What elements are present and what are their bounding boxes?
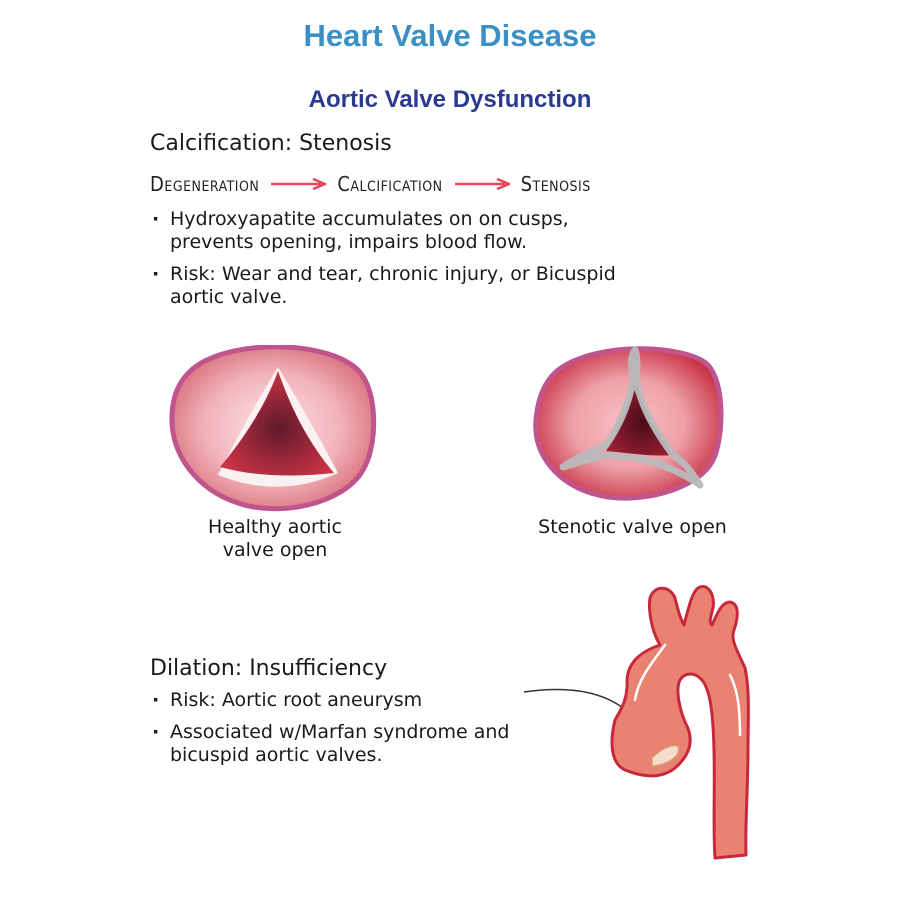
page-subtitle: Aortic Valve Dysfunction (308, 86, 592, 113)
bullet-item: Risk: Aortic root aneurysm (150, 689, 530, 712)
flow-step-stenosis: Stenosis (520, 172, 591, 196)
bullet-item: Associated w/Marfan syndrome and bicuspi… (150, 721, 530, 767)
pathology-flow: Degeneration Calcification Stenosis (150, 172, 591, 196)
caption-line: valve open (222, 539, 328, 561)
stenotic-valve-caption: Stenotic valve open (538, 516, 727, 538)
aortic-root-aneurysm-illustration (523, 585, 750, 860)
insufficiency-heading: Dilation: Insufficiency (150, 656, 388, 681)
flow-step-calcification: Calcification (337, 172, 443, 196)
stenotic-valve-illustration (533, 346, 724, 501)
arrow-right-icon (271, 177, 327, 191)
arrow-right-icon (454, 177, 510, 191)
bullet-item: Risk: Wear and tear, chronic injury, or … (150, 263, 650, 309)
page-title: Heart Valve Disease (303, 18, 597, 53)
stenosis-heading: Calcification: Stenosis (150, 131, 392, 156)
caption-line: Healthy aortic (208, 516, 342, 538)
bullet-item: Hydroxyapatite accumulates on on cusps, … (150, 208, 650, 254)
insufficiency-bullets: Risk: Aortic root aneurysm Associated w/… (150, 689, 530, 776)
healthy-valve-illustration (169, 345, 377, 512)
healthy-valve-caption: Healthy aortic valve open (170, 516, 380, 562)
flow-step-degeneration: Degeneration (150, 172, 260, 196)
stenosis-bullets: Hydroxyapatite accumulates on on cusps, … (150, 208, 650, 318)
